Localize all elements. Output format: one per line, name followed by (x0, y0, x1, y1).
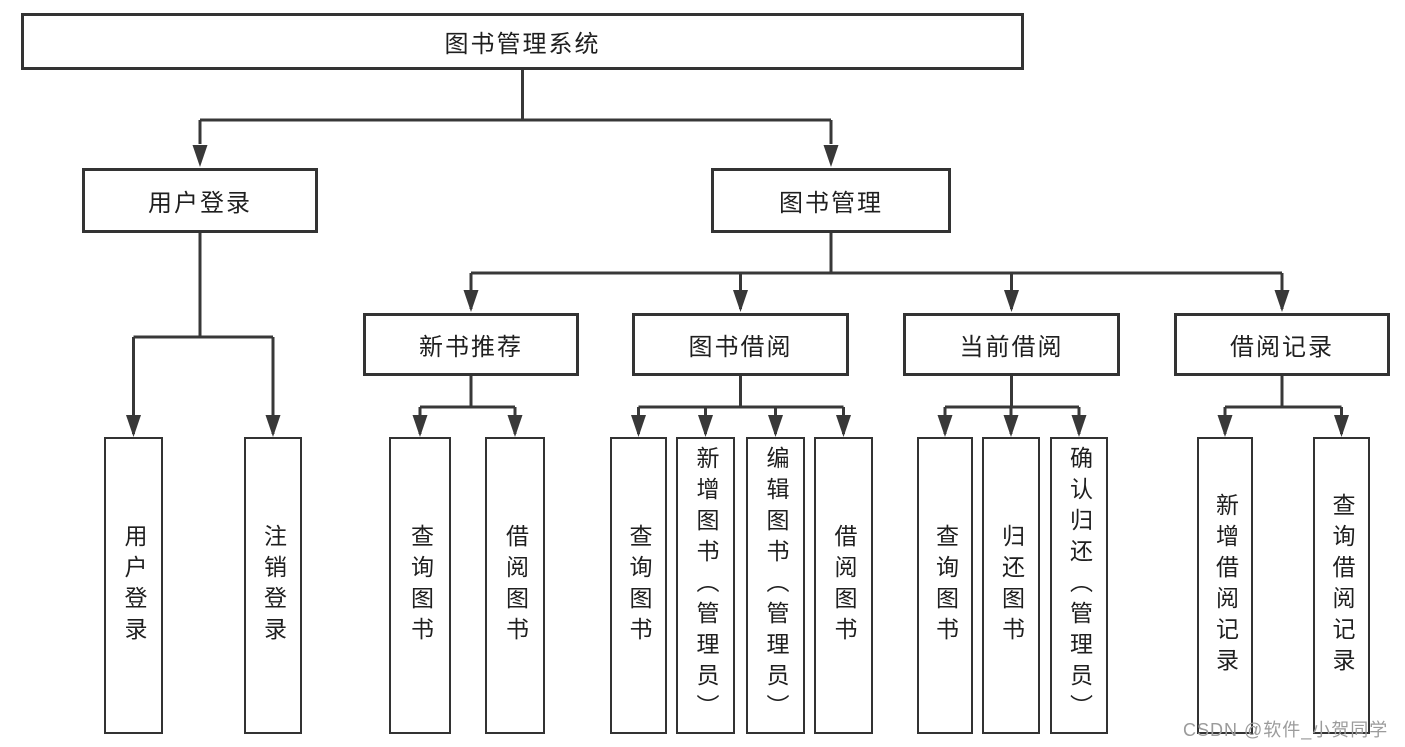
node-label: 编辑图书（管理员） (763, 446, 789, 725)
connector-new-books-branch (418, 376, 517, 434)
node-label: 图书借阅 (688, 334, 793, 361)
node-label: 图书管理 (779, 190, 883, 217)
node-new-book-recommend: 新书推荐 (363, 313, 579, 376)
node-edit-book-admin: 编辑图书（管理员） (746, 437, 805, 734)
node-user-login-action: 用户登录 (104, 437, 163, 734)
node-label: 用户登录 (121, 523, 147, 648)
watermark-text: CSDN @软件_小贺同学 (1183, 720, 1389, 740)
node-return-book: 归还图书 (982, 437, 1040, 734)
node-label: 用户登录 (148, 190, 252, 217)
arrow-down-icon (192, 145, 208, 167)
node-query-books-borrow: 查询图书 (610, 437, 667, 734)
node-label: 查询图书 (932, 523, 959, 648)
node-query-borrow-record: 查询借阅记录 (1313, 437, 1370, 734)
node-label: 新增借阅记录 (1212, 492, 1239, 679)
arrow-down-icon (1217, 415, 1233, 437)
node-book-management: 图书管理 (711, 168, 951, 233)
arrow-down-icon (836, 415, 851, 437)
node-label: 借阅记录 (1230, 334, 1334, 361)
arrow-down-icon (265, 415, 281, 437)
arrow-down-icon (1071, 415, 1087, 437)
arrow-down-icon (768, 415, 783, 437)
arrow-down-icon (507, 415, 523, 437)
node-label: 查询图书 (407, 523, 434, 648)
node-label: 查询图书 (626, 523, 652, 648)
node-add-book-admin: 新增图书（管理员） (676, 437, 735, 734)
connector-user-login-branch (132, 233, 275, 434)
arrow-down-icon (412, 415, 428, 437)
arrow-down-icon (1004, 290, 1019, 312)
arrow-down-icon (1003, 415, 1019, 437)
node-user-login: 用户登录 (82, 168, 318, 233)
node-add-borrow-record: 新增借阅记录 (1197, 437, 1253, 734)
node-query-books-recommend: 查询图书 (389, 437, 451, 734)
arrow-down-icon (937, 415, 953, 437)
node-borrow-record: 借阅记录 (1174, 313, 1390, 376)
node-label: 图书管理系统 (444, 31, 601, 58)
node-logout: 注销登录 (244, 437, 302, 734)
node-current-borrow: 当前借阅 (903, 313, 1120, 376)
node-label: 新增图书（管理员） (693, 446, 719, 725)
arrow-down-icon (698, 415, 713, 437)
node-label: 新书推荐 (419, 334, 523, 361)
arrow-down-icon (733, 290, 748, 312)
node-label: 借阅图书 (831, 523, 857, 648)
arrow-down-icon (1334, 415, 1349, 437)
arrow-down-icon (1274, 290, 1290, 312)
node-root-system: 图书管理系统 (21, 13, 1024, 70)
node-borrow-books: 借阅图书 (814, 437, 873, 734)
node-label: 查询借阅记录 (1329, 492, 1355, 679)
node-label: 注销登录 (260, 523, 287, 648)
node-label: 当前借阅 (959, 334, 1064, 361)
connector-book-borrow-branch (637, 376, 845, 434)
arrow-down-icon (126, 415, 141, 437)
node-borrow-books-recommend: 借阅图书 (485, 437, 545, 734)
arrow-down-icon (823, 145, 839, 167)
connector-book-mgmt-branch (469, 233, 1284, 309)
connector-borrow-record-branch (1223, 376, 1343, 434)
node-confirm-return-admin: 确认归还（管理员） (1050, 437, 1108, 734)
node-book-borrow: 图书借阅 (632, 313, 849, 376)
node-label: 归还图书 (998, 523, 1025, 648)
arrow-down-icon (631, 415, 646, 437)
connector-root-branch (198, 70, 833, 144)
node-label: 确认归还（管理员） (1066, 446, 1093, 725)
node-query-books-current: 查询图书 (917, 437, 973, 734)
arrow-down-icon (463, 290, 479, 312)
node-label: 借阅图书 (502, 523, 529, 648)
